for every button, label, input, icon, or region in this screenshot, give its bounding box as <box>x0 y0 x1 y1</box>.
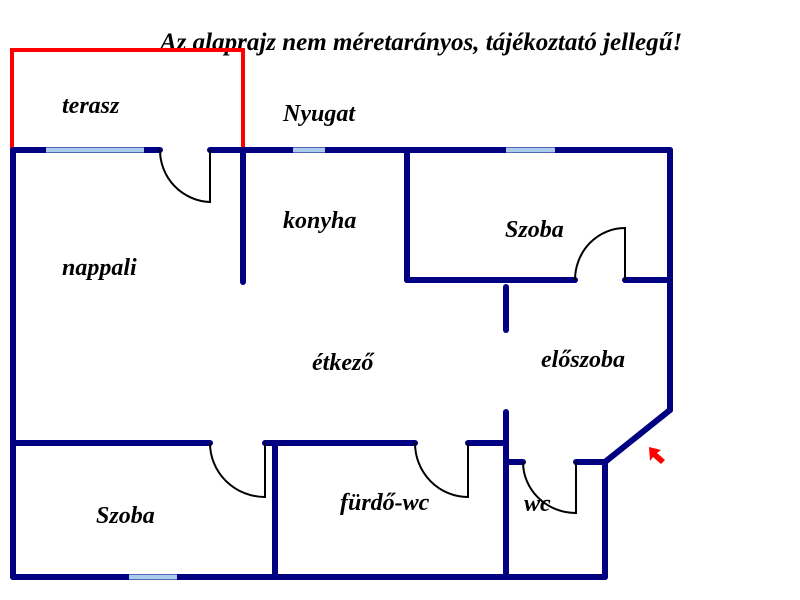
orientation-label: Nyugat <box>282 101 356 127</box>
doors <box>159 149 626 515</box>
room-label-etkezo: étkező <box>312 350 375 376</box>
terrace-outline <box>10 48 245 150</box>
entrance-arrow-icon <box>649 447 665 464</box>
room-label-szoba-bottom: Szoba <box>96 503 155 529</box>
disclaimer-title: Az alaprajz nem méretarányos, tájékoztat… <box>158 29 682 56</box>
room-label-nappali: nappali <box>62 255 137 281</box>
room-label-wc: wc <box>524 491 551 517</box>
room-label-eloszoba: előszoba <box>541 347 625 373</box>
room-label-terasz: terasz <box>62 93 120 119</box>
windows <box>46 147 555 580</box>
walls <box>10 147 673 580</box>
room-label-konyha: konyha <box>283 208 356 234</box>
room-label-furdo-wc: fürdő-wc <box>340 490 430 516</box>
room-label-szoba-top: Szoba <box>505 217 564 243</box>
